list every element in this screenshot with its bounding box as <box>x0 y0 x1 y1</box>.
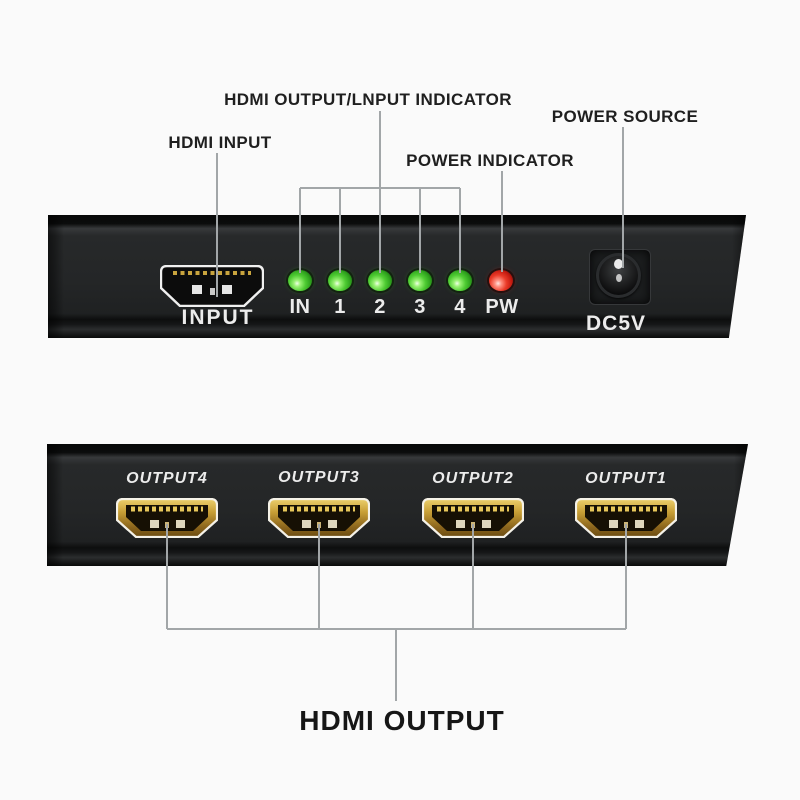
output2-port-label: OUTPUT2 <box>432 470 514 487</box>
led-power-indicator <box>489 270 513 291</box>
label-hdmi-input: HDMI INPUT <box>168 133 272 152</box>
label-power-source: POWER SOURCE <box>551 107 699 126</box>
hdmi-output2-port-icon <box>422 498 524 538</box>
led-output2-indicator <box>368 270 392 291</box>
led-output4-indicator <box>448 270 472 291</box>
led-caption-in: IN <box>289 296 311 318</box>
output3-port-label: OUTPUT3 <box>278 469 360 486</box>
output4-port-label: OUTPUT4 <box>126 470 208 487</box>
led-caption-3: 3 <box>414 296 426 318</box>
jack-highlight-2 <box>616 274 622 282</box>
hdmi-output4-port-icon <box>116 498 218 538</box>
label-power-indicator: POWER INDICATOR <box>406 151 574 170</box>
hdmi-output1-port-icon <box>575 498 677 538</box>
dc-port-label: DC5V <box>585 312 647 335</box>
hdmi-output3-port-icon <box>268 498 370 538</box>
label-hdmi-output: HDMI OUTPUT <box>299 705 505 736</box>
jack-highlight <box>614 259 623 269</box>
led-output3-indicator <box>408 270 432 291</box>
led-caption-2: 2 <box>374 296 386 318</box>
led-caption-4: 4 <box>454 296 466 318</box>
label-hdmi-output-input-indicator: HDMI OUTPUT/LNPUT INDICATOR <box>224 90 512 109</box>
led-caption-pw: PW <box>485 296 519 318</box>
output1-port-label: OUTPUT1 <box>585 470 667 487</box>
hdmi-input-port-icon <box>160 265 264 307</box>
input-port-label: INPUT <box>181 306 255 329</box>
led-output1-indicator <box>328 270 352 291</box>
led-caption-1: 1 <box>334 296 346 318</box>
led-input-indicator <box>288 270 312 291</box>
